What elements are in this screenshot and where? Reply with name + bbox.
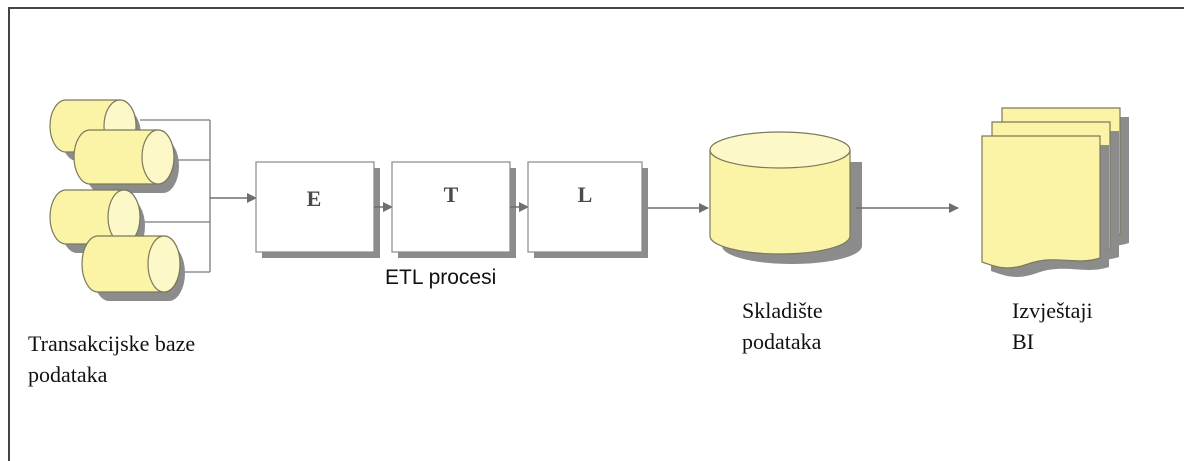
reports-label-line1: Izvještaji <box>1012 298 1093 323</box>
data-warehouse-icon <box>709 131 862 264</box>
source-connectors <box>140 119 211 273</box>
reports-label-line2: BI <box>1012 329 1034 354</box>
extract-box: E <box>255 161 380 258</box>
warehouse-label-line2: podataka <box>742 329 822 354</box>
sources-label-line2: podataka <box>28 362 108 387</box>
database-cylinder-2 <box>73 129 179 193</box>
etl-process-label: ETL procesi <box>385 266 496 289</box>
transactional-databases-icon <box>49 99 185 301</box>
reports-document-icon <box>981 107 1129 277</box>
transform-box: T <box>391 161 516 258</box>
extract-label: E <box>307 186 322 211</box>
warehouse-label-line1: Skladište <box>742 298 823 323</box>
load-box: L <box>527 161 648 258</box>
database-cylinder-4 <box>81 235 185 301</box>
load-label: L <box>578 182 593 207</box>
sources-label-line1: Transakcijske baze <box>28 331 195 356</box>
transform-label: T <box>444 182 459 207</box>
frame <box>8 7 1184 461</box>
